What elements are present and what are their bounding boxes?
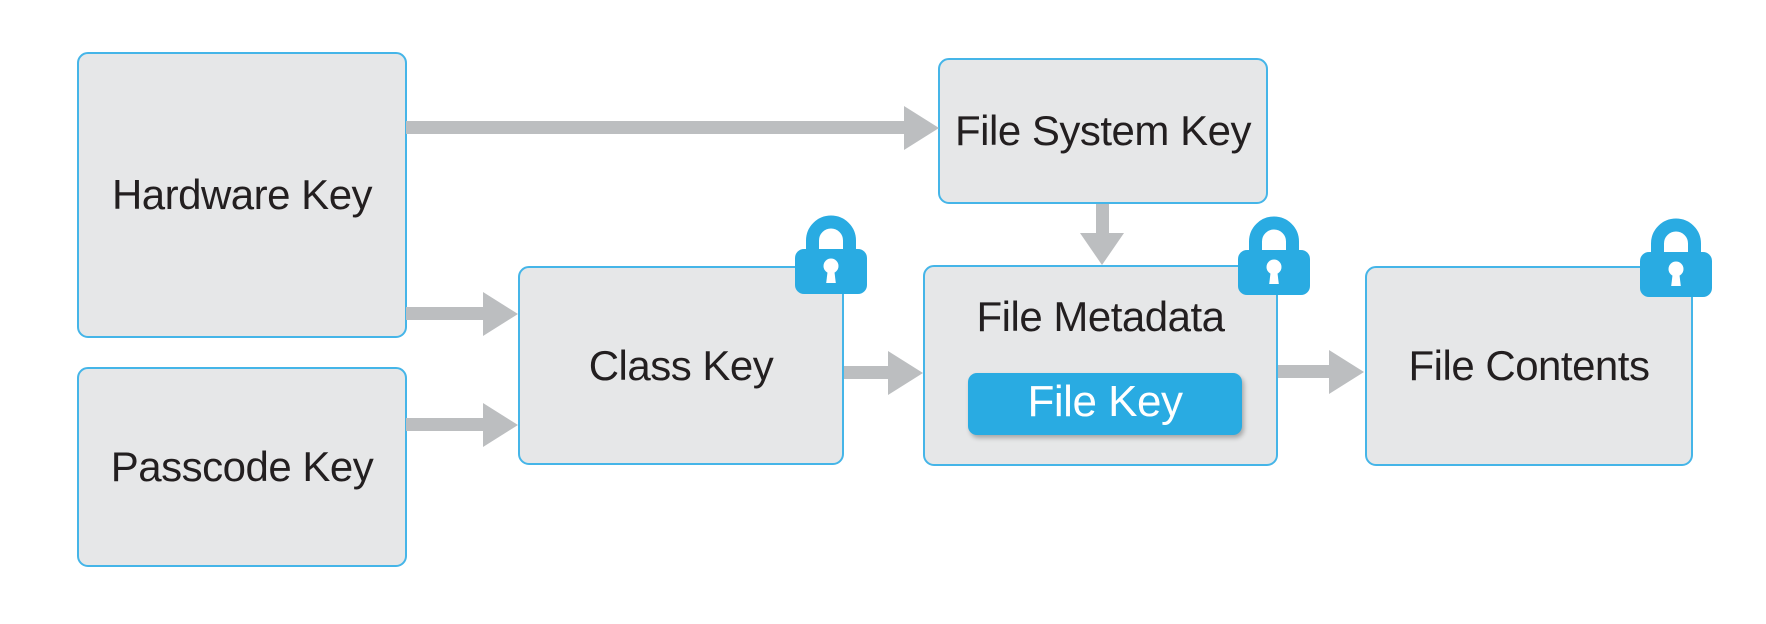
arrowhead-hardware-to-classkey bbox=[483, 292, 518, 336]
node-passcode-key: Passcode Key bbox=[77, 367, 407, 567]
arrowhead-passcode-to-classkey bbox=[483, 403, 518, 447]
arrowhead-metadata-to-contents bbox=[1329, 350, 1364, 394]
file-key-label: File Key bbox=[1027, 377, 1183, 426]
file-contents-label: File Contents bbox=[1408, 342, 1650, 389]
arrow-hardware-to-filesystem bbox=[406, 121, 905, 134]
arrow-filesystem-to-metadata bbox=[1096, 204, 1109, 234]
node-file-system-key: File System Key bbox=[938, 58, 1268, 204]
arrowhead-hardware-to-filesystem bbox=[904, 106, 939, 150]
arrow-classkey-to-metadata bbox=[844, 366, 889, 379]
file-system-key-label: File System Key bbox=[955, 107, 1251, 154]
passcode-key-label: Passcode Key bbox=[110, 443, 374, 490]
lock-icon bbox=[1640, 218, 1712, 297]
node-class-key: Class Key bbox=[518, 266, 844, 465]
arrowhead-filesystem-to-metadata bbox=[1080, 233, 1124, 265]
lock-icon bbox=[1238, 216, 1310, 295]
arrow-passcode-to-classkey bbox=[406, 418, 484, 431]
arrowhead-classkey-to-metadata bbox=[888, 351, 923, 395]
file-key-badge: File Key bbox=[968, 373, 1242, 435]
class-key-label: Class Key bbox=[588, 341, 774, 389]
file-metadata-label: File Metadata bbox=[976, 293, 1225, 340]
arrow-hardware-to-classkey bbox=[406, 307, 484, 320]
hardware-key-label: Hardware Key bbox=[111, 171, 373, 218]
arrow-metadata-to-contents bbox=[1278, 365, 1330, 378]
node-file-contents: File Contents bbox=[1365, 266, 1693, 466]
lock-icon bbox=[795, 215, 867, 294]
node-file-metadata: File Metadata File Key bbox=[923, 265, 1278, 466]
node-hardware-key: Hardware Key bbox=[77, 52, 407, 338]
